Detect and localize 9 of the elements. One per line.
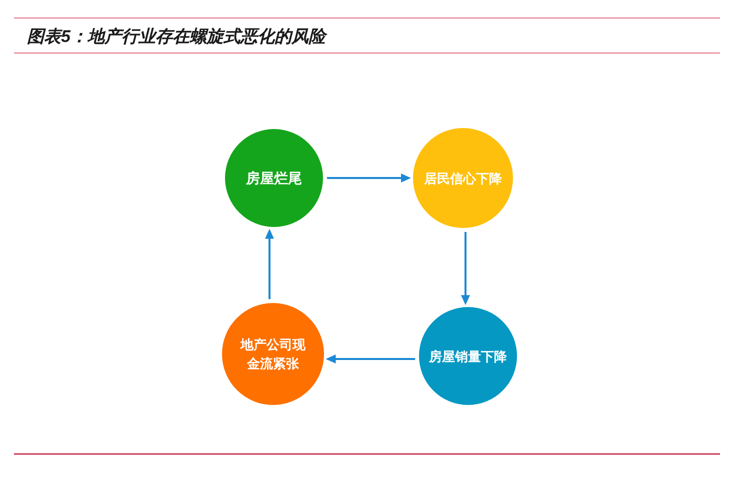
arrow	[265, 228, 274, 300]
title: 图表5：地产行业存在螺旋式恶化的风险	[27, 26, 326, 48]
node-label: 居民信心下降	[424, 170, 502, 188]
node-label: 地产公司现金流紧张	[239, 336, 306, 373]
node-label: 房屋烂尾	[246, 168, 302, 188]
arrow	[327, 174, 411, 182]
arrow	[461, 232, 470, 306]
arrow	[326, 354, 416, 364]
node-label: 房屋销量下降	[429, 348, 507, 366]
